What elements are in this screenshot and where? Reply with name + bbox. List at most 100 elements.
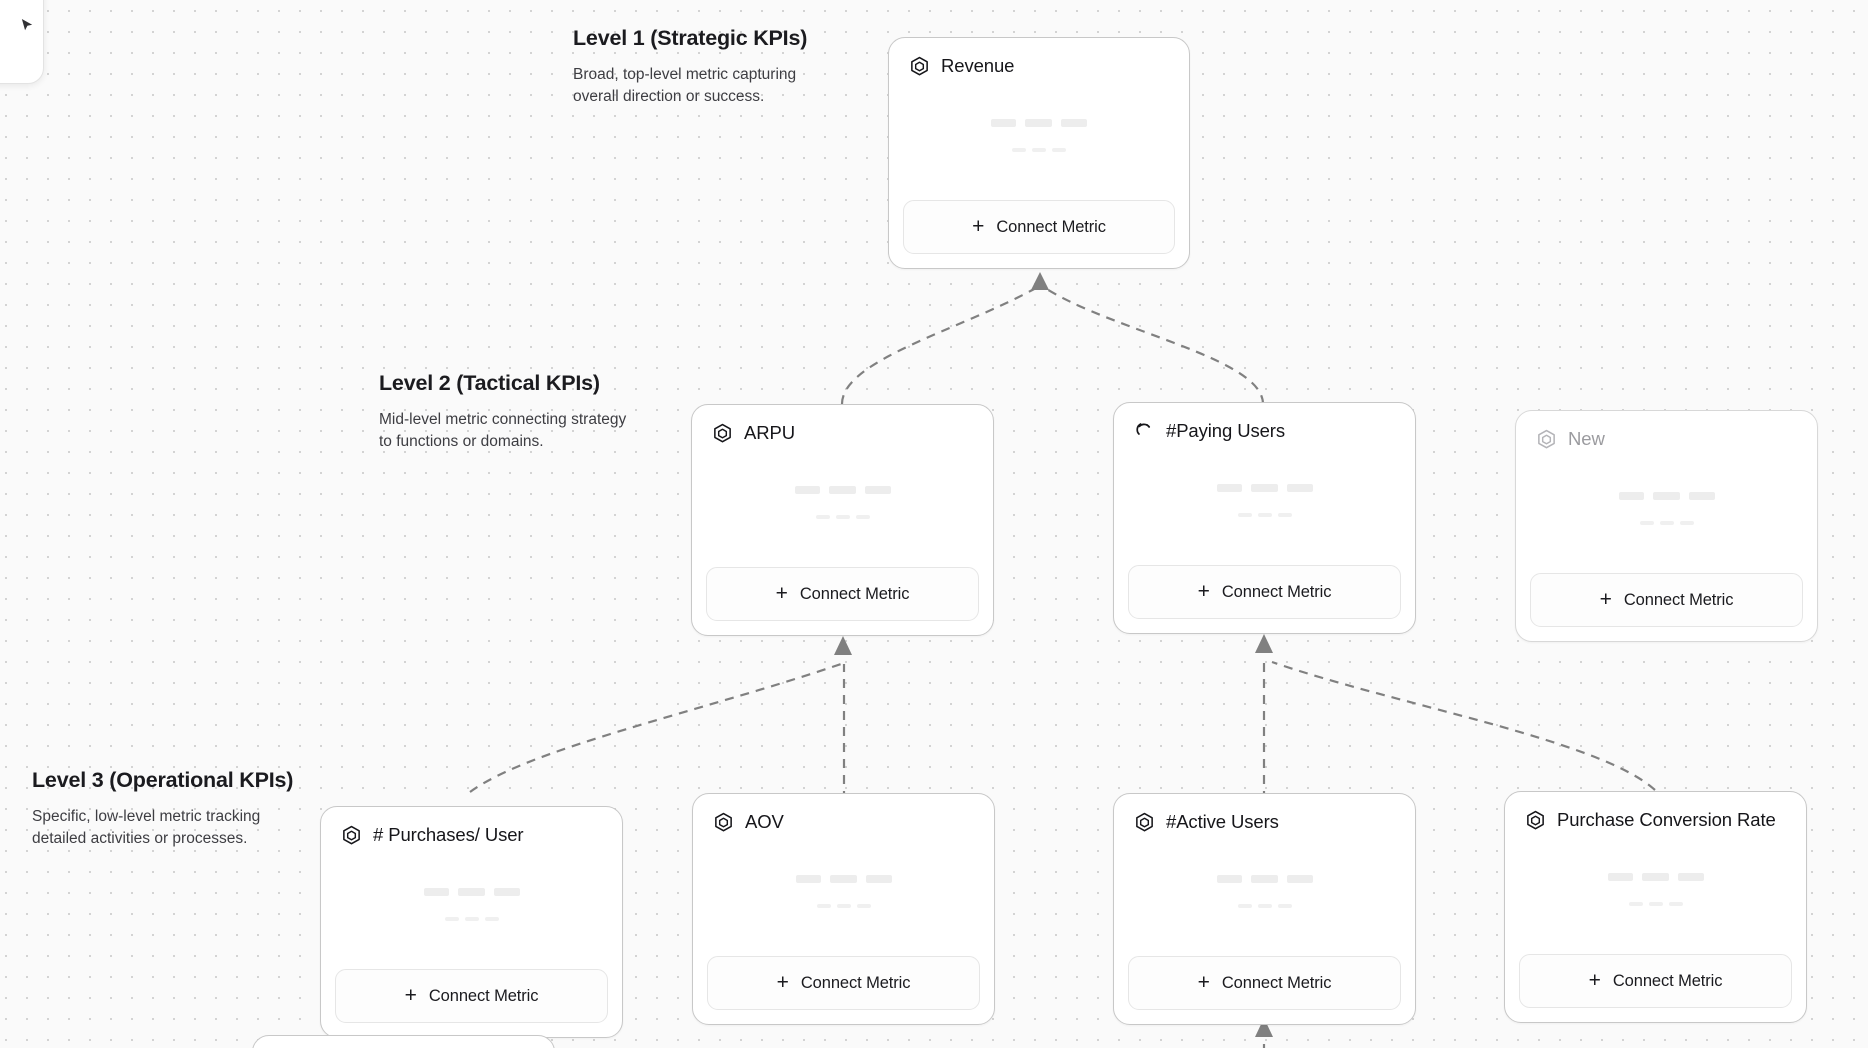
arrowhead-revenue xyxy=(1031,272,1049,290)
hexagon-metric-icon xyxy=(343,825,360,844)
skeleton-bar xyxy=(1679,521,1694,525)
skeleton-bar xyxy=(816,904,831,908)
plus-icon: + xyxy=(1197,579,1210,603)
level-3-title: Level 3 (Operational KPIs) xyxy=(32,768,294,792)
skeleton-bar xyxy=(1688,492,1715,500)
metric-card-skeleton xyxy=(889,77,1189,200)
skeleton-bar xyxy=(1648,902,1663,906)
skeleton-bar xyxy=(1025,119,1052,127)
skeleton-row-primary xyxy=(991,119,1087,127)
plus-icon: + xyxy=(1599,587,1612,611)
metric-card-header: Purchase Conversion Rate xyxy=(1505,792,1806,831)
skeleton-bar xyxy=(1628,902,1643,906)
skeleton-row-primary xyxy=(1618,492,1715,500)
skeleton-bar xyxy=(464,917,479,921)
skeleton-row-secondary xyxy=(816,904,871,908)
skeleton-bar xyxy=(1286,875,1313,883)
skeleton-row-secondary xyxy=(1628,902,1683,906)
skeleton-bar xyxy=(1052,148,1066,152)
skeleton-row-secondary xyxy=(1639,521,1694,525)
edge-purchases-to-arpu xyxy=(469,662,842,793)
connect-metric-label: Connect Metric xyxy=(1221,973,1332,992)
plus-icon: + xyxy=(404,983,417,1007)
level-1-description: Broad, top-level metric capturing overal… xyxy=(573,66,797,105)
skeleton-bar xyxy=(457,888,485,896)
connect-metric-button[interactable]: + Connect Metric xyxy=(335,969,608,1023)
connect-metric-button[interactable]: + Connect Metric xyxy=(1519,954,1792,1008)
metric-card-paying-users[interactable]: #Paying Users +Connect Metric xyxy=(1113,402,1416,634)
metric-card-active-users[interactable]: #Active Users +Connect Metric xyxy=(1113,793,1416,1025)
level-2-description: Mid-level metric connecting strategy to … xyxy=(379,411,627,450)
hexagon-metric-icon xyxy=(715,812,732,831)
plus-icon: + xyxy=(776,970,789,994)
connect-metric-button[interactable]: +Connect Metric xyxy=(903,200,1175,254)
skeleton-row-primary xyxy=(1216,484,1313,492)
connect-metric-label: Connect Metric xyxy=(996,217,1106,236)
edge-arpu-to-revenue xyxy=(840,287,1037,405)
skeleton-bar xyxy=(1257,904,1272,908)
skeleton-bar xyxy=(794,486,820,494)
metric-card-new[interactable]: New + Connect Metric xyxy=(1515,410,1818,642)
metric-card-partial-offscreen[interactable] xyxy=(252,1035,555,1048)
skeleton-bar xyxy=(1216,484,1242,492)
cursor-arrow-icon xyxy=(21,18,33,30)
skeleton-bar xyxy=(1061,119,1087,127)
skeleton-bar xyxy=(1032,148,1046,152)
connect-metric-label: Connect Metric xyxy=(1623,590,1734,609)
metric-card-title: #Active Users xyxy=(1166,811,1279,832)
metric-card-aov[interactable]: AOV + Connect Metric xyxy=(692,793,995,1025)
metric-card-purchase-conversion-rate[interactable]: Purchase Conversion Rate + Connect Metric xyxy=(1504,791,1807,1023)
connect-metric-button[interactable]: + Connect Metric xyxy=(1530,573,1803,627)
metric-card-title: #Paying Users xyxy=(1166,420,1286,441)
metric-card-purchases-per-user[interactable]: # Purchases/ User + Connect Metric xyxy=(320,806,623,1038)
metric-card-header: New xyxy=(1516,411,1817,450)
connect-metric-button[interactable]: +Connect Metric xyxy=(1128,956,1401,1010)
metric-card-title: # Purchases/ User xyxy=(373,824,524,845)
metric-card-title: New xyxy=(1568,428,1605,449)
connect-metric-label: Connect Metric xyxy=(1612,971,1723,990)
arrowhead-paying-users xyxy=(1255,634,1273,653)
connect-metric-button[interactable]: + Connect Metric xyxy=(707,956,980,1010)
connect-metric-button[interactable]: + Connect Metric xyxy=(706,567,979,621)
skeleton-row-primary xyxy=(1216,875,1313,883)
spinner-loading-icon xyxy=(1136,422,1151,435)
plus-icon: + xyxy=(1588,968,1601,992)
metric-card-skeleton xyxy=(1516,450,1817,573)
level-1-label-group: Level 1 (Strategic KPIs) Broad, top-leve… xyxy=(573,26,833,108)
hexagon-metric-icon xyxy=(1527,810,1544,829)
connect-metric-button[interactable]: +Connect Metric xyxy=(1128,565,1401,619)
metric-card-title: AOV xyxy=(745,811,784,832)
connect-metric-label: Connect Metric xyxy=(799,584,910,603)
edge-paying-users-to-revenue xyxy=(1044,287,1265,405)
skeleton-row-secondary xyxy=(1237,904,1292,908)
skeleton-bar xyxy=(1652,492,1680,500)
connect-metric-label: Connect Metric xyxy=(428,986,539,1005)
skeleton-row-secondary xyxy=(1237,513,1292,517)
arrowhead-arpu xyxy=(834,636,852,655)
metric-card-revenue[interactable]: Revenue+Connect Metric xyxy=(888,37,1190,269)
floating-toolbar-panel[interactable] xyxy=(0,0,44,84)
skeleton-bar xyxy=(493,888,520,896)
skeleton-bar xyxy=(836,904,851,908)
metric-card-header: AOV xyxy=(693,794,994,833)
skeleton-bar xyxy=(444,917,459,921)
skeleton-bar xyxy=(1257,513,1272,517)
skeleton-bar xyxy=(864,486,891,494)
metric-card-skeleton xyxy=(1505,831,1806,954)
metric-card-arpu[interactable]: ARPU + Connect Metric xyxy=(691,404,994,636)
metric-card-skeleton xyxy=(321,846,622,969)
skeleton-bar xyxy=(855,515,870,519)
skeleton-row-primary xyxy=(794,486,891,494)
level-3-label-group: Level 3 (Operational KPIs) Specific, low… xyxy=(32,768,293,850)
skeleton-bar xyxy=(1677,873,1704,881)
skeleton-bar xyxy=(991,119,1016,127)
skeleton-bar xyxy=(1012,148,1026,152)
skeleton-bar xyxy=(1250,484,1278,492)
plus-icon: + xyxy=(775,581,788,605)
connect-metric-label: Connect Metric xyxy=(800,973,911,992)
metric-card-title: ARPU xyxy=(744,422,795,443)
skeleton-bar xyxy=(1641,873,1669,881)
level-1-title: Level 1 (Strategic KPIs) xyxy=(573,26,808,50)
skeleton-bar xyxy=(1216,875,1242,883)
